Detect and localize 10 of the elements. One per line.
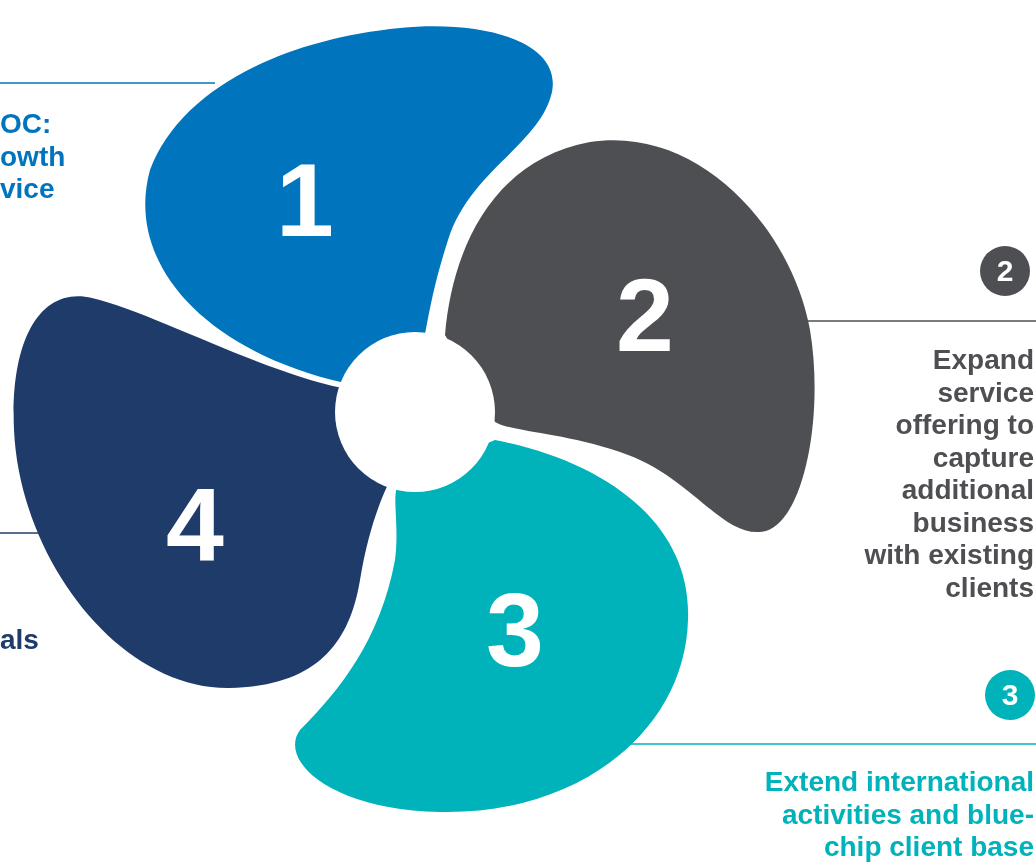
number-badge: 3 [985,670,1035,720]
description-text: Extend international activities and blue-chip client base [763,766,1034,864]
petal-number: 3 [486,578,544,682]
petal-number: 2 [616,263,674,367]
petal-number: 1 [276,148,334,252]
number-badge: 2 [980,246,1030,296]
petal-number: 4 [166,473,224,577]
description-text: OC: owth vice [0,108,67,206]
description-text: als [0,624,40,657]
description-text: Expand service offering to capture additional business with existing clients [863,344,1034,604]
